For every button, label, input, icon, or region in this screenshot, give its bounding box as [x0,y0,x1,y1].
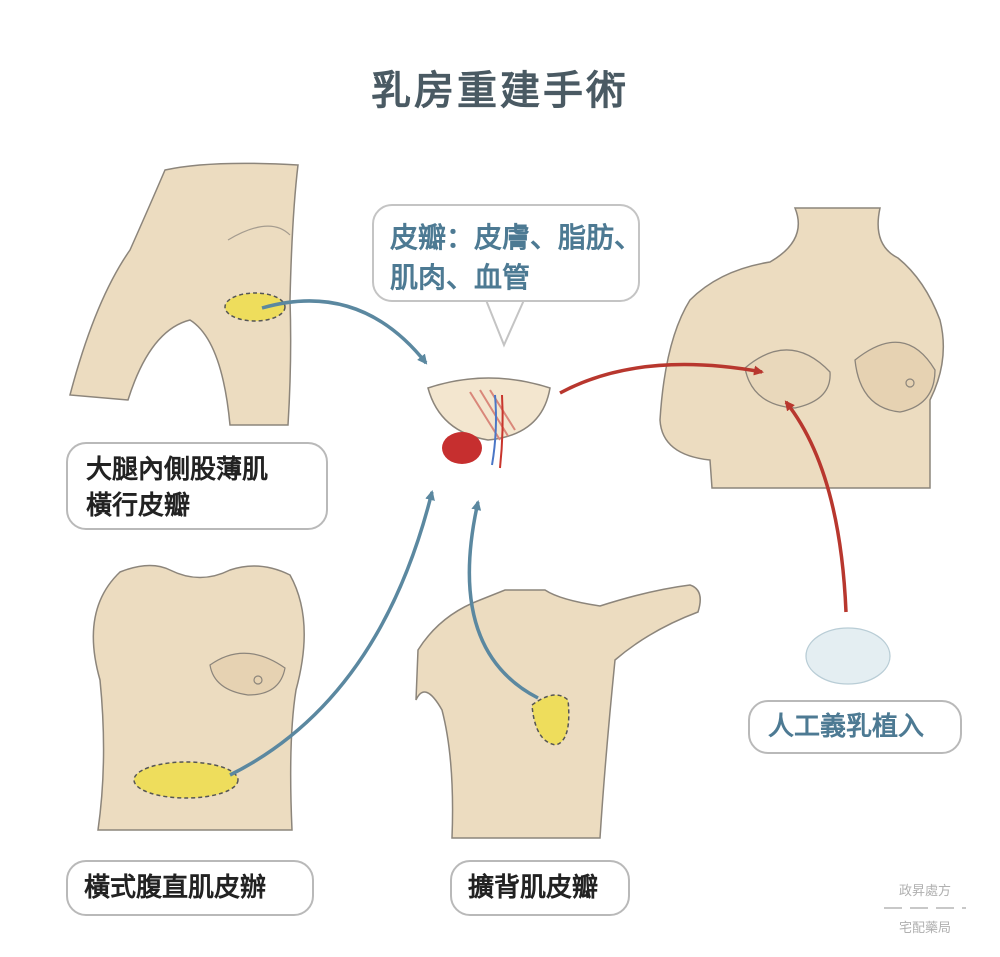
watermark-divider [884,907,966,909]
bubble-line-1: 皮瓣：皮膚、脂肪、 [390,218,638,258]
thigh-flap-label-line-1: 大腿內側股薄肌 [86,452,308,488]
breast-implant [806,628,890,684]
tram-flap-label: 橫式腹直肌皮辦 [66,860,314,916]
bubble-tail [486,300,524,345]
thigh-flap-label: 大腿內側股薄肌 橫行皮瓣 [66,442,328,530]
flap-muscle-mass [442,432,482,464]
flap-tissue [428,378,550,440]
thigh-flap-label-line-2: 橫行皮瓣 [86,488,308,524]
watermark-line-1: 政昇處方 [880,880,970,899]
chest-figure [660,208,943,488]
watermark-line-2: 宅配藥局 [880,917,970,936]
implant-label: 人工義乳植入 [748,700,962,754]
watermark: 政昇處方 宅配藥局 [880,880,970,936]
front-torso-figure [93,565,304,830]
abdominal-flap-area [134,762,238,798]
bubble-line-2: 肌肉、血管 [390,258,638,298]
latissimus-flap-label: 擴背肌皮瓣 [450,860,630,916]
thigh-figure [70,163,298,425]
tissue-bubble: 皮瓣：皮膚、脂肪、 肌肉、血管 [372,204,640,302]
thigh-flap-area [225,293,285,321]
flap-figure [428,378,550,468]
back-figure [416,585,700,838]
